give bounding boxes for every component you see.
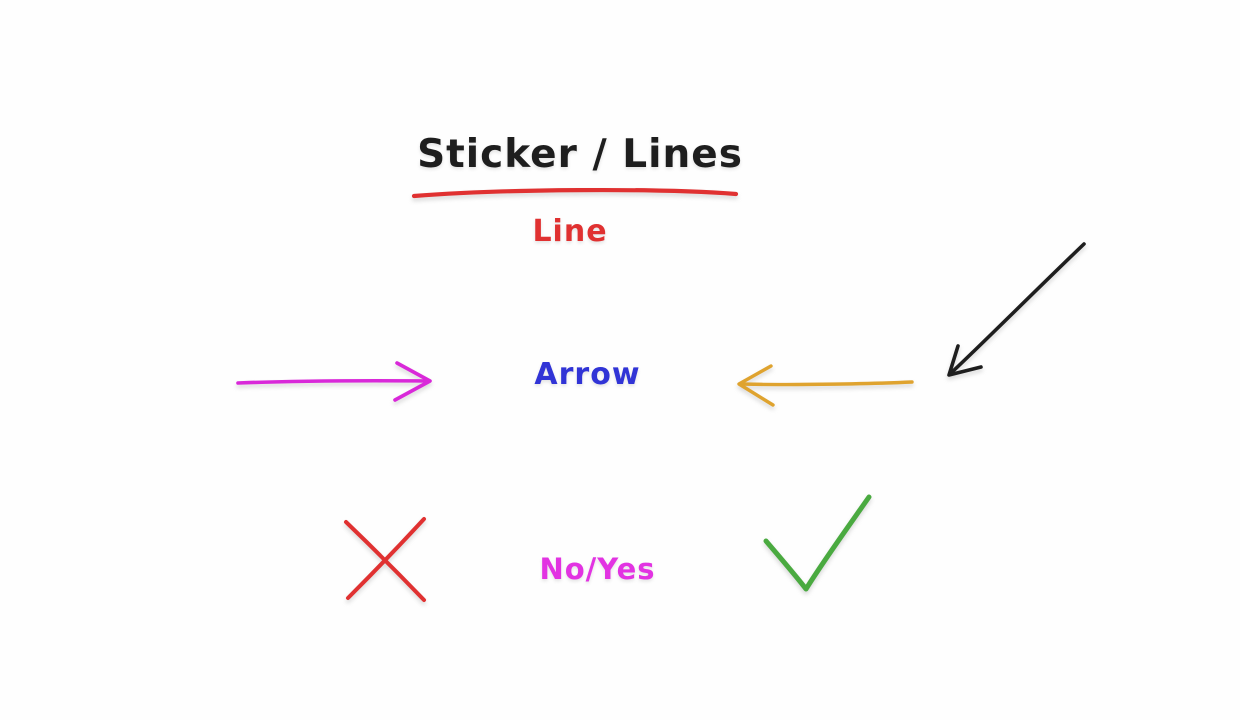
cross-stroke-2 (346, 517, 426, 600)
line-section-label: Line (532, 214, 608, 249)
page-title: Sticker / Lines (417, 132, 743, 177)
diagonal-arrow-head (947, 344, 983, 377)
diagonal-arrow-icon (947, 242, 1086, 377)
check-stroke (763, 494, 872, 592)
left-arrow-head (737, 364, 775, 407)
right-arrow-icon (236, 361, 432, 402)
title-underline-icon (411, 187, 739, 199)
arrow-section-label: Arrow (534, 357, 641, 392)
left-arrow-shaft (738, 380, 914, 387)
right-arrow-head (393, 361, 432, 402)
cross-mark-icon (344, 517, 426, 602)
left-arrow-icon (737, 364, 914, 407)
diagonal-arrow-shaft (949, 242, 1086, 375)
check-mark-icon (763, 494, 872, 592)
underline-stroke (411, 187, 739, 199)
right-arrow-shaft (236, 379, 431, 385)
noyes-section-label: No/Yes (539, 552, 656, 586)
